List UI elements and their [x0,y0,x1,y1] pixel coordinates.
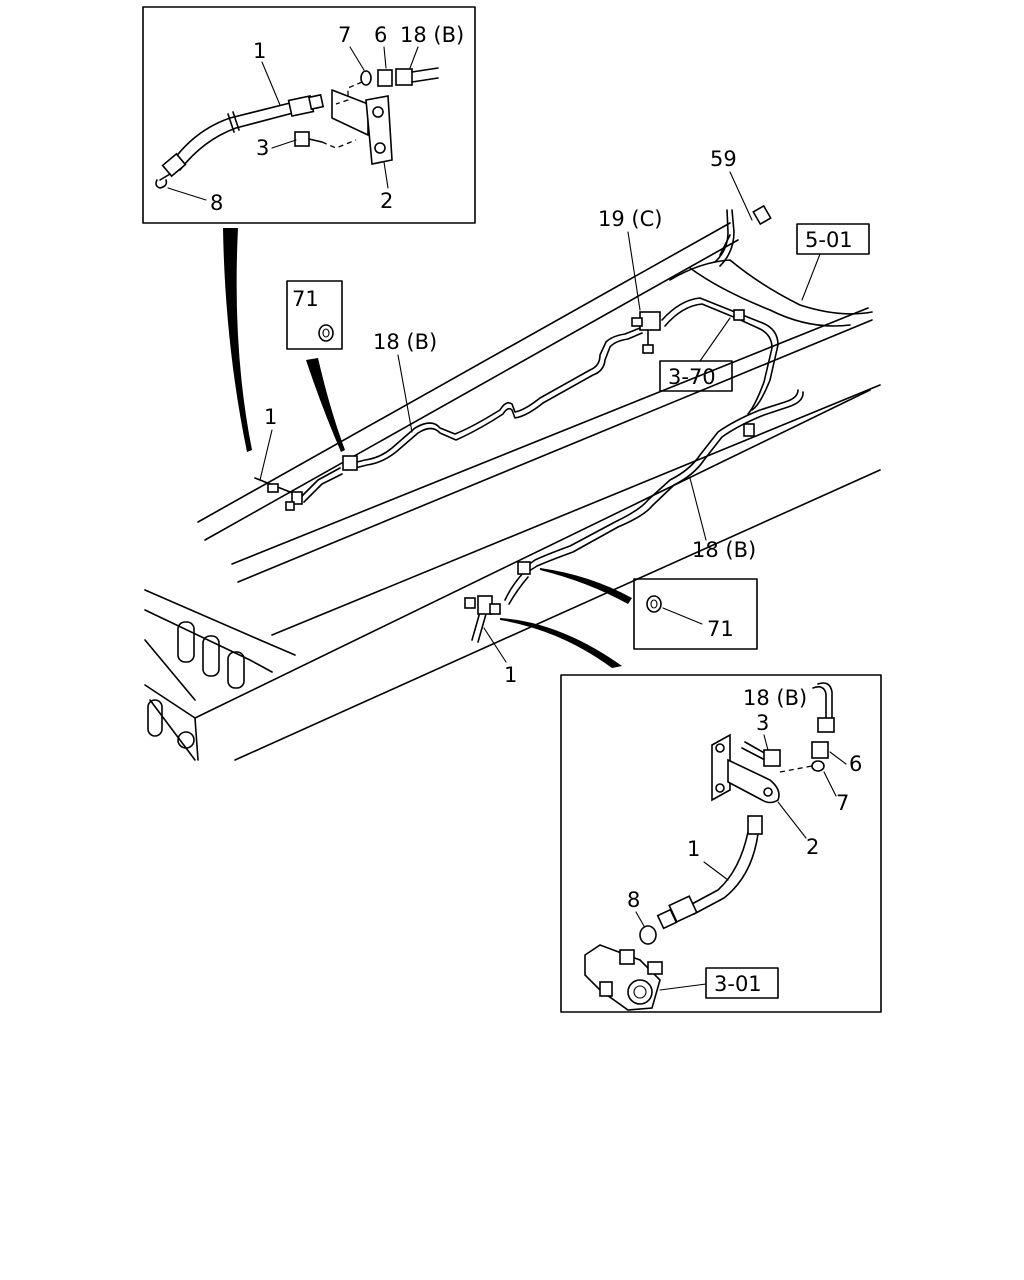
label-pipe: 18 (B) [400,23,464,47]
clip-box-lower: 71 [633,578,758,650]
label-bracket: 2 [380,189,393,213]
tee-fitting [631,311,661,354]
inset-bottom-right-hose [656,815,763,930]
label-br-bracket: 2 [806,835,819,859]
inset-bottom-right-washer [811,760,825,772]
brake-pipe-rear [661,204,779,415]
label-washer: 7 [338,23,351,47]
label-pipe-upper: 18 (B) [373,330,437,354]
label-br-nut: 6 [849,752,862,776]
label-bolt: 3 [256,136,269,160]
clip-box-upper: 71 [286,280,343,350]
label-pipe-lower: 18 (B) [692,538,756,562]
inset-top-left-bolt [294,131,357,149]
arrow-top-inset [223,228,252,452]
label-nut: 6 [374,23,387,47]
label-br-hose: 1 [687,837,700,861]
label-pipe-end: 59 [710,147,737,171]
inset-top-left: 1 7 6 18 (B) 3 8 2 [142,6,476,224]
frame-rails [144,222,881,761]
label-br-clip: 8 [627,888,640,912]
label-br-pipe: 18 (B) [743,686,807,710]
ref-valve: 3-70 [659,317,733,392]
inset-bottom-right: 18 (B) 3 6 7 2 1 8 3-01 [560,674,882,1013]
label-br-washer: 7 [836,791,849,815]
hose-right-assembly [464,561,531,643]
ref-frame-text: 5-01 [805,228,853,252]
label-hose-right: 1 [504,663,517,687]
inset-bottom-right-bolt [741,741,813,773]
inset-top-left-hose [159,93,325,181]
label-hose-left: 1 [264,405,277,429]
arrow-clip-upper [306,358,345,452]
label-clip-lower: 71 [707,617,734,641]
label-clip: 8 [210,191,223,215]
hose-left-assembly [254,455,358,511]
ref-wheel-cylinder-text: 3-01 [714,972,762,996]
brake-pipe-upper [344,327,643,471]
inset-bottom-right-clip [639,925,657,945]
inset-bottom-right-cylinder [584,944,663,1011]
label-br-bolt: 3 [756,711,769,735]
label-hose: 1 [253,39,266,63]
rear-fitting [733,309,755,437]
ref-frame: 5-01 [796,223,870,301]
arrow-bottom-inset [500,618,622,668]
ref-wheel-cylinder [705,967,779,999]
ref-valve-text: 3-70 [668,365,716,389]
label-tee: 19 (C) [598,207,662,231]
inset-bottom-right-frame [560,674,882,1013]
arrow-clip-lower [540,568,632,604]
inset-bottom-right-pipe [811,682,835,759]
inset-bottom-right-bracket [711,733,780,804]
inset-top-left-frame [142,6,476,224]
inset-top-left-bracket [331,89,393,165]
label-clip-upper: 71 [292,287,319,311]
inset-top-left-clip [155,179,168,189]
inset-top-left-fittings [335,67,439,105]
